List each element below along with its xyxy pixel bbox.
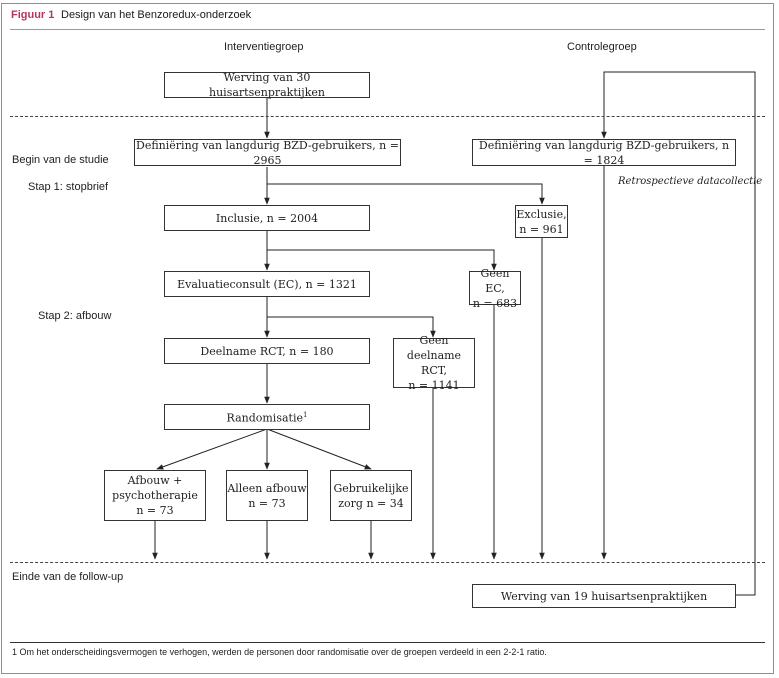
box-evaluation: Evaluatieconsult (EC), n = 1321 [164, 271, 370, 297]
connector-random-to-arm1 [156, 428, 268, 470]
control-group-heading: Controlegroep [567, 41, 637, 53]
randomisation-footnote-ref: 1 [302, 411, 308, 420]
box-arm1-line3: n = 73 [136, 504, 174, 517]
box-exclusion: Exclusie, n = 961 [515, 205, 568, 238]
box-arm3-line1: Gebruikelijke [333, 481, 409, 495]
box-evaluation-text: Evaluatieconsult (EC), n = 1321 [177, 277, 357, 291]
box-arm1-line2: psychotherapie [112, 489, 198, 502]
connector-to-no-rct [267, 316, 436, 338]
baseline-divider [10, 116, 765, 117]
intervention-group-heading: Interventiegroep [224, 41, 304, 53]
box-arm2-line2: n = 73 [248, 496, 286, 510]
box-no-ec-line1: Geen EC, [480, 266, 510, 295]
stage-end-label: Einde van de follow-up [12, 571, 124, 583]
box-rct-text: Deelname RCT, n = 180 [200, 344, 334, 358]
connector-control-loop [601, 71, 756, 596]
box-arm2-line1: Alleen afbouw [227, 481, 307, 495]
box-inclusion: Inclusie, n = 2004 [164, 205, 370, 231]
box-no-rct-line1: Geen deelname [406, 334, 462, 362]
box-exclusion-line1: Exclusie, [516, 207, 567, 221]
figure-title: Design van het Benzoredux-onderzoek [61, 9, 252, 21]
box-define-intervention-text: Definiëring van langdurig BZD-gebruikers… [136, 138, 399, 167]
footnote: 1 Om het onderscheidingsvermogen te verh… [12, 647, 547, 657]
box-no-rct-line2: RCT, [421, 364, 447, 377]
footnote-rule [10, 642, 765, 643]
box-randomisation-text: Randomisatie1 [227, 408, 308, 426]
figure-label: Figuur 1 [11, 9, 55, 21]
stage-start-label: Begin van de studie [12, 154, 109, 166]
box-inclusion-text: Inclusie, n = 2004 [215, 211, 319, 225]
box-arm1-line1: Afbouw + [127, 474, 183, 487]
box-recruit-control-text: Werving van 19 huisartsenpraktijken [500, 589, 708, 603]
box-recruit-intervention: Werving van 30 huisartsenpraktijken [164, 71, 370, 99]
box-rct: Deelname RCT, n = 180 [164, 338, 370, 364]
box-recruit-intervention-text: Werving van 30 huisartsenpraktijken [209, 71, 325, 99]
box-no-ec: Geen EC, n = 683 [469, 267, 521, 310]
box-no-rct: Geen deelname RCT, n = 1141 [393, 334, 475, 392]
box-arm3-line2: zorg n = 34 [338, 496, 404, 510]
box-no-rct-line3: n = 1141 [408, 379, 460, 392]
stage-step1-label: Stap 1: stopbrief [28, 181, 109, 193]
box-randomisation: Randomisatie1 [164, 404, 370, 430]
box-arm-alleen-afbouw: Alleen afbouw n = 73 [226, 470, 308, 521]
box-exclusion-line2: n = 961 [519, 222, 564, 236]
box-arm-afbouw-psychotherapie: Afbouw + psychotherapie n = 73 [104, 470, 206, 521]
retrospective-note: Retrospectieve datacollectie [618, 176, 763, 187]
box-define-control-text: Definiëring van langdurig BZD-gebruikers… [478, 138, 730, 167]
stage-step2-label: Stap 2: afbouw [38, 310, 112, 322]
randomisation-label: Randomisatie [226, 411, 303, 425]
connector-to-exclusion [267, 183, 545, 205]
followup-divider [10, 562, 765, 563]
box-recruit-control: Werving van 19 huisartsenpraktijken [472, 584, 736, 608]
title-rule [10, 29, 765, 30]
connector-to-no-ec [267, 249, 497, 271]
box-define-control: Definiëring van langdurig BZD-gebruikers… [472, 138, 736, 167]
box-arm-gebruikelijke-zorg: Gebruikelijke zorg n = 34 [330, 470, 412, 521]
box-no-ec-line2: n = 683 [472, 296, 518, 310]
connector-random-to-arm3 [266, 428, 372, 470]
box-define-intervention: Definiëring van langdurig BZD-gebruikers… [134, 138, 401, 167]
figure-frame [1, 3, 774, 674]
